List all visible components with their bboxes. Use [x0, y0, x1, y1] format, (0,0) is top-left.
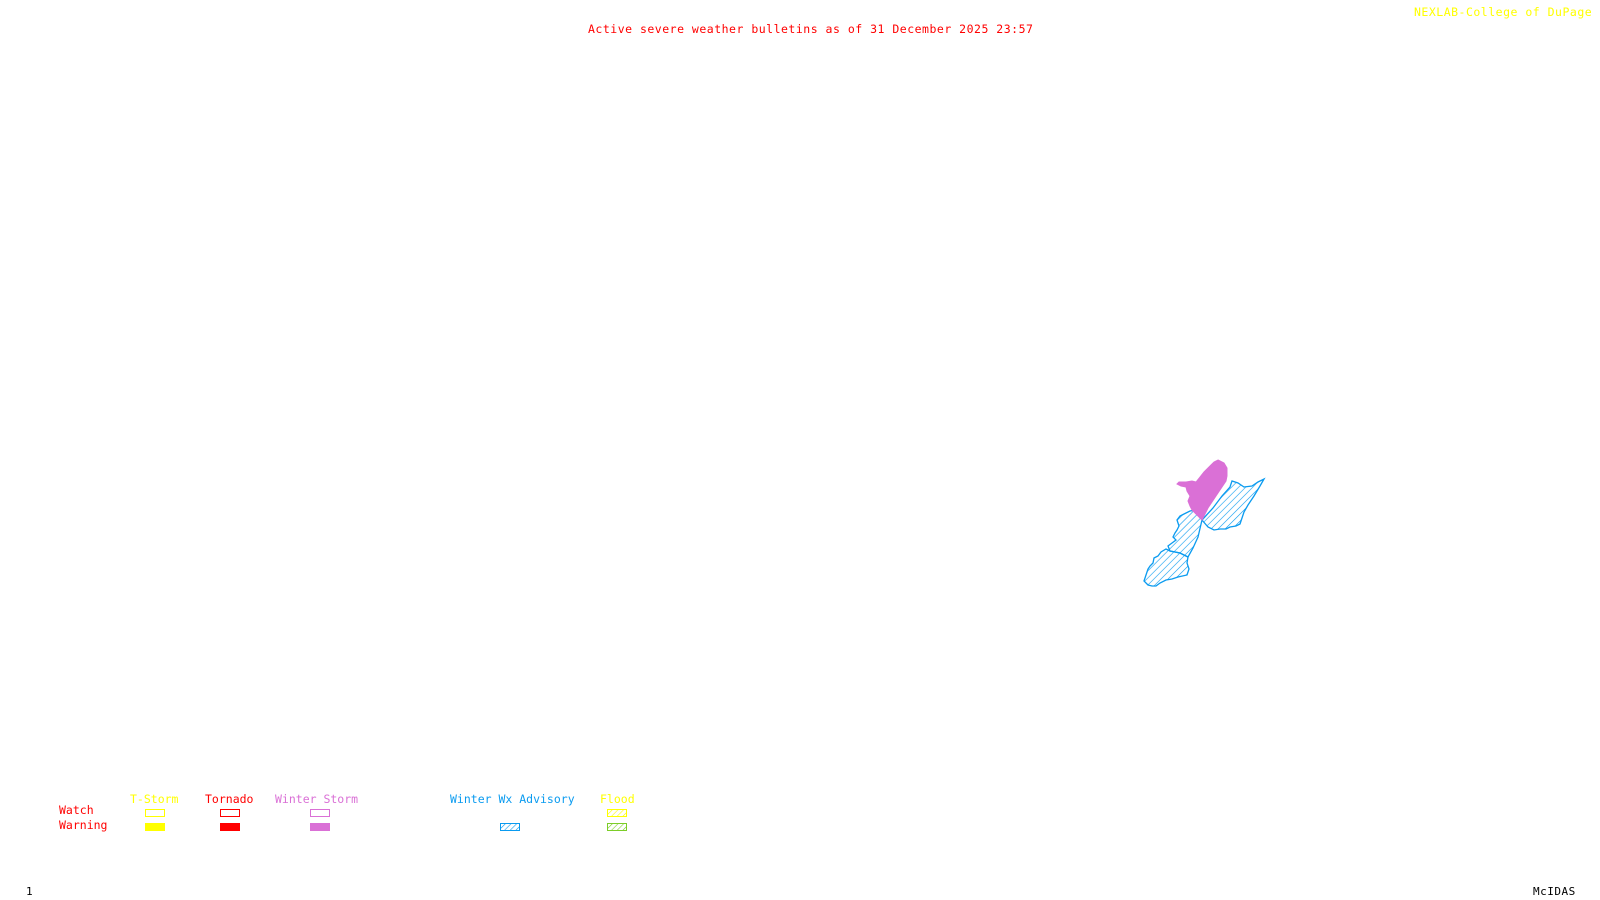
frame-number: 1	[26, 885, 34, 898]
advisory-region-southwest	[1143, 548, 1190, 587]
tornado-warning-swatch	[220, 823, 240, 831]
legend-row-watch: Watch	[59, 803, 94, 817]
legend-header-flood: Flood	[600, 792, 635, 806]
flood-watch-swatch	[607, 809, 627, 817]
credit-text: NEXLAB-College of DuPage	[1414, 5, 1593, 19]
tstorm-warning-swatch	[145, 823, 165, 831]
advisory-region-northeast	[1201, 477, 1266, 531]
legend-header-tornado: Tornado	[205, 792, 254, 806]
tstorm-watch-swatch	[145, 809, 165, 817]
advisory-region-central	[1167, 509, 1203, 558]
winter-storm-warning-area	[1176, 459, 1228, 521]
legend-header-tstorm: T-Storm	[130, 792, 179, 806]
winter-wx-advisory-area	[1143, 477, 1266, 587]
software-label: McIDAS	[1533, 885, 1576, 898]
winter-storm-watch-swatch	[310, 809, 330, 817]
map-title: Active severe weather bulletins as of 31…	[588, 22, 1034, 36]
winter-storm-warning-swatch	[310, 823, 330, 831]
winter-wx-advisory-swatch	[500, 823, 520, 831]
legend-row-warning: Warning	[59, 818, 108, 832]
legend-header-winter-wx-advisory: Winter Wx Advisory	[450, 792, 575, 806]
legend-header-winter-storm: Winter Storm	[275, 792, 359, 806]
tornado-watch-swatch	[220, 809, 240, 817]
flood-warning-swatch	[607, 823, 627, 831]
